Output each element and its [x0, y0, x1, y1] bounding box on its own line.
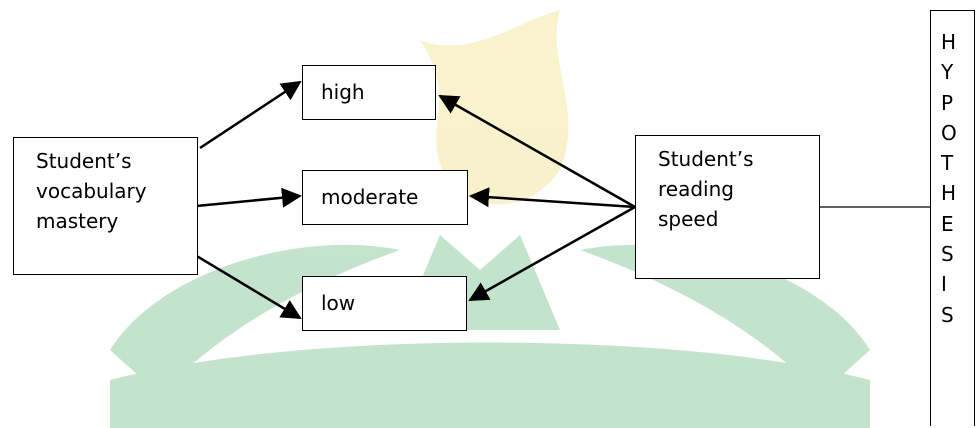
hypothesis-letter: Y — [941, 60, 954, 85]
hypothesis-letter: S — [941, 302, 954, 327]
arrow-speed-to-high — [438, 94, 636, 209]
high-label: high — [321, 80, 365, 104]
vocabulary-line-3: mastery — [36, 209, 119, 233]
box-high: high — [302, 65, 436, 120]
box-hypothesis: H Y P O T H E S I S — [930, 10, 975, 426]
speed-line-2: reading — [658, 177, 734, 201]
hypothesis-letter: S — [941, 242, 954, 267]
watermark-leaf-right — [580, 244, 870, 395]
hypothesis-letter: I — [941, 272, 947, 297]
watermark-base-band — [110, 342, 870, 428]
low-label: low — [321, 291, 356, 315]
vocabulary-line-1: Student’s — [36, 149, 132, 173]
speed-line-3: speed — [658, 207, 719, 231]
hypothesis-letter: O — [941, 120, 957, 145]
hypothesis-letter: E — [941, 211, 954, 236]
watermark-leaf-left — [110, 244, 400, 395]
hypothesis-letter: H — [941, 181, 957, 206]
speed-line-1: Student’s — [658, 147, 754, 171]
arrow-speed-to-low — [468, 205, 636, 302]
vocabulary-line-2: vocabulary — [36, 179, 147, 203]
arrow-vocabulary-to-high — [199, 80, 302, 150]
box-low: low — [302, 276, 467, 331]
box-vocabulary-mastery: Student’s vocabulary mastery — [13, 137, 198, 275]
arrow-vocabulary-to-low — [179, 244, 302, 320]
hypothesis-letter: P — [941, 90, 954, 115]
moderate-label: moderate — [321, 185, 419, 209]
watermark-flame-shape — [420, 10, 569, 205]
arrow-speed-to-moderate — [469, 187, 636, 209]
hypothesis-letter: T — [941, 151, 954, 176]
arrow-vocabulary-to-moderate — [185, 187, 302, 209]
box-moderate: moderate — [302, 170, 468, 225]
hypothesis-letter: H — [941, 30, 957, 54]
box-reading-speed: Student’s reading speed — [635, 135, 820, 279]
